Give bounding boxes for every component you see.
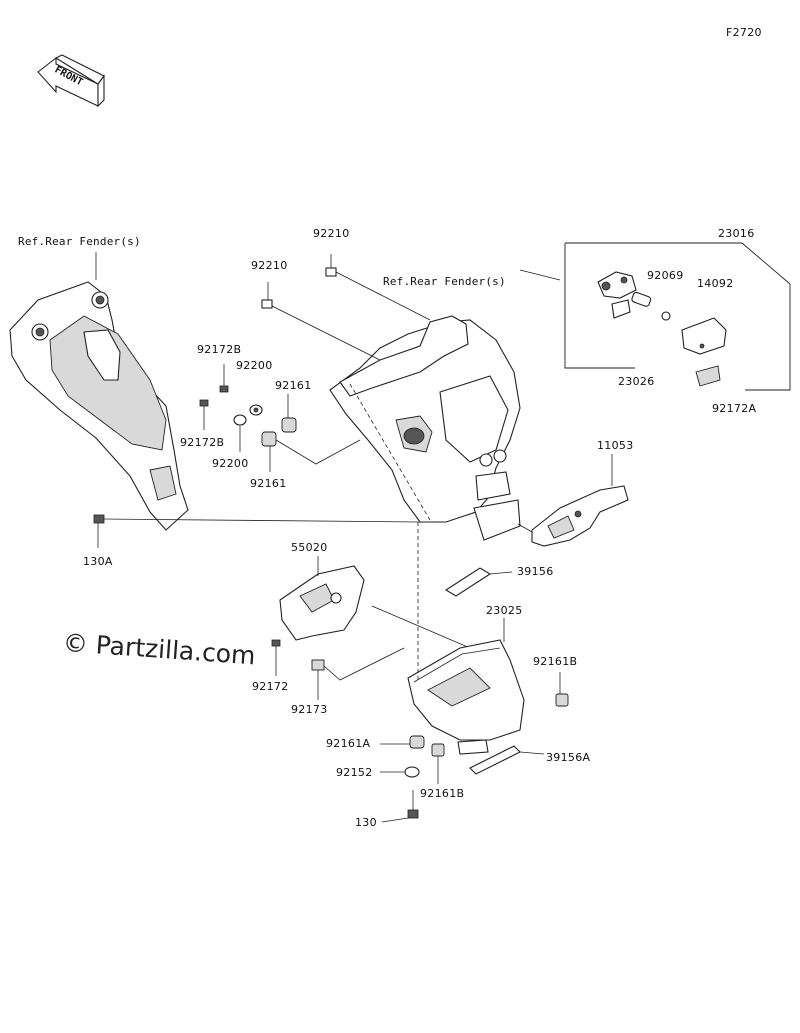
grommet-92161A: [380, 735, 425, 749]
screw-92172: [271, 639, 281, 676]
part-label-92200-top: 92200: [236, 359, 273, 372]
grommet-92161B-bottom: [431, 743, 445, 784]
washer-92200-top: [249, 404, 263, 416]
part-label-23025: 23025: [486, 604, 523, 617]
part-label-130: 130: [355, 816, 377, 829]
turn-signal-lens: [681, 317, 727, 355]
turn-signal-assembly-frame: [519, 242, 791, 391]
screw-92172B-top: [219, 364, 229, 393]
part-label-92172A: 92172A: [712, 402, 757, 415]
nut-92210-left: [261, 282, 381, 361]
part-label-23016: 23016: [718, 227, 755, 240]
ref-rear-fender-center: Ref.Rear Fender(s): [383, 275, 506, 288]
rear-fender-left: [9, 252, 189, 531]
part-label-92172: 92172: [252, 680, 289, 693]
turn-signal-bulb: [631, 291, 671, 321]
rear-cowl: [329, 315, 521, 541]
screw-92172B-bottom: [199, 399, 209, 430]
part-label-92173: 92173: [291, 703, 328, 716]
figure-id: F2720: [726, 26, 762, 39]
part-label-92161A: 92161A: [326, 737, 371, 750]
collar-92152: [380, 766, 420, 778]
part-label-55020: 55020: [291, 541, 328, 554]
part-label-39156: 39156: [517, 565, 554, 578]
part-label-92161B-right: 92161B: [533, 655, 578, 668]
grommet-92161-top: [281, 394, 297, 433]
part-label-92069: 92069: [647, 269, 684, 282]
part-label-92161-bottom: 92161: [250, 477, 287, 490]
license-bracket: [517, 454, 629, 547]
part-label-92161B-bottom: 92161B: [420, 787, 465, 800]
part-label-92161-top: 92161: [275, 379, 312, 392]
front-arrow-icon: FRONT: [37, 54, 105, 108]
bolt-130: [381, 790, 419, 823]
washer-92200-bottom: [233, 414, 247, 452]
part-label-92152: 92152: [336, 766, 373, 779]
part-label-14092: 14092: [697, 277, 734, 290]
grommet-92161-bottom: [261, 431, 361, 472]
bolt-130A: [93, 514, 421, 548]
taillight-bracket: [279, 556, 471, 649]
part-label-92200-bottom: 92200: [212, 457, 249, 470]
ref-rear-fender-left: Ref.Rear Fender(s): [18, 235, 141, 248]
nut-92210-top: [325, 254, 431, 321]
part-label-23026: 23026: [618, 375, 655, 388]
part-label-92210-left: 92210: [251, 259, 288, 272]
pad-39156: [444, 567, 513, 597]
turn-signal-reflector: [695, 365, 721, 387]
grommet-92161B-right: [555, 672, 569, 707]
part-label-130A: 130A: [83, 555, 113, 568]
pad-39156A: [469, 745, 545, 775]
part-label-39156A: 39156A: [546, 751, 591, 764]
part-label-11053: 11053: [597, 439, 634, 452]
part-label-92210-top: 92210: [313, 227, 350, 240]
part-label-92172B-bottom: 92172B: [180, 436, 225, 449]
turn-signal-socket: [597, 271, 637, 319]
clip-92173: [311, 647, 405, 700]
part-label-92172B-top: 92172B: [197, 343, 242, 356]
taillight-assembly: [407, 522, 525, 755]
